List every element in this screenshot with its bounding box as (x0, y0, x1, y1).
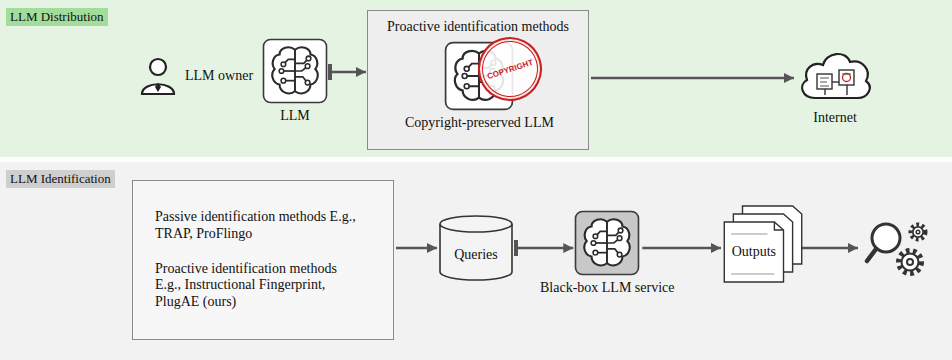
llm-icon (574, 210, 640, 276)
flow-connector (642, 247, 721, 250)
stamp-text: COPYRIGHT (486, 57, 534, 80)
queries-cylinder: Queries (438, 214, 514, 282)
blackbox-service: Black-box LLM service (540, 210, 675, 297)
distribution-band: LLM DistributionLLM ownerLLM Proactive id… (0, 0, 952, 157)
identification-band: LLM IdentificationPassive identification… (0, 162, 952, 360)
node-text: Black-box LLM service (540, 280, 675, 297)
node-text: Outputs (730, 244, 778, 261)
internet-cloud: Internet (795, 42, 875, 127)
flow-connector (516, 247, 573, 250)
node-text: Queries (454, 247, 498, 264)
node-text: LLM Identification (6, 170, 115, 188)
methods-box: Passive identification methods E.g., TRA… (132, 180, 394, 340)
output-arrow (802, 247, 858, 250)
flow-connector (330, 71, 366, 74)
identification-band (0, 162, 952, 360)
text-region: Queries (438, 232, 514, 280)
outputs-docs: Outputs (722, 204, 804, 284)
flow-connector (591, 77, 794, 80)
analysis-icon (867, 224, 925, 273)
node-text: Proactive identification methods E.g., I… (155, 261, 365, 311)
node-text: LLM owner (185, 68, 253, 85)
node-text: Passive identification methods E.g., TRA… (155, 209, 365, 243)
flow-connector (396, 247, 437, 250)
proactive-box: Proactive identification methodsCopyrigh… (367, 10, 589, 150)
distribution-band (0, 0, 952, 157)
node-text: Internet (813, 110, 857, 127)
node-text: LLM Distribution (6, 8, 108, 26)
text-region: Outputs (724, 222, 783, 282)
node-text: LLM (280, 108, 310, 125)
llm-node: LLM (262, 38, 328, 125)
person-icon (138, 56, 178, 96)
owner-node: LLM owner (138, 56, 253, 96)
node-text: Proactive identification methods (387, 19, 569, 36)
llm-icon (262, 38, 328, 104)
cloud-icon (795, 42, 875, 106)
node-text: Copyright-preserved LLM (405, 115, 554, 132)
